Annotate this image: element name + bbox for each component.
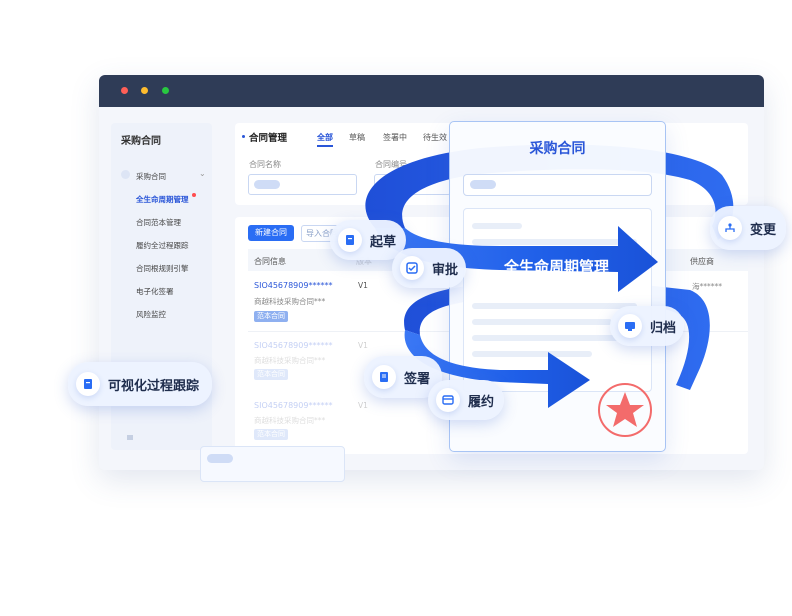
stage-label: 起草	[370, 234, 397, 250]
process-tracking-badge[interactable]: 可视化过程跟踪	[68, 362, 212, 406]
title-bar	[99, 75, 764, 107]
stage-change[interactable]: 变更	[710, 206, 786, 250]
document-line	[472, 303, 637, 309]
sidebar-item-risk[interactable]: 风险监控	[136, 310, 166, 319]
input-placeholder-bar	[254, 180, 280, 189]
seal-stamp-icon	[598, 383, 652, 437]
column-header-info: 合同信息	[254, 257, 286, 266]
tracking-label: 可视化过程跟踪	[108, 378, 200, 394]
filter-label-name: 合同名称	[249, 160, 281, 169]
document-line	[472, 319, 612, 325]
notification-dot	[192, 193, 196, 197]
filter-label-number: 合同编号	[375, 160, 407, 169]
mini-card-bar	[207, 454, 233, 463]
collapse-icon[interactable]	[127, 435, 133, 440]
sidebar-group-label[interactable]: 采购合同	[136, 172, 166, 181]
sidebar-item-lifecycle[interactable]: 全生命周期管理	[136, 195, 189, 204]
contract-version: V1	[358, 341, 368, 350]
document-line	[472, 223, 522, 229]
section-marker	[242, 135, 245, 138]
column-header-version: 版本	[356, 257, 372, 266]
stage-fulfill[interactable]: 履约	[428, 380, 504, 420]
column-header-supplier: 供应商	[690, 257, 714, 266]
template-tag: 范本合同	[254, 369, 288, 380]
contract-version: V1	[358, 401, 368, 410]
sidebar-item-templates[interactable]: 合同范本管理	[136, 218, 181, 227]
document-title: 采购合同	[529, 141, 586, 157]
lifecycle-label: 全生命周期管理	[504, 258, 610, 276]
stage-archive[interactable]: 归档	[610, 306, 684, 346]
contract-group-icon	[121, 170, 130, 179]
maximize-window-button[interactable]	[162, 87, 169, 94]
tab-signing[interactable]: 签署中	[383, 133, 407, 142]
stage-label: 归档	[650, 320, 677, 336]
spiral-ribbon-bottom	[404, 280, 710, 390]
supplier-name: 海******	[692, 282, 722, 291]
fulfill-icon	[436, 388, 460, 412]
stage-label: 变更	[750, 222, 777, 238]
contract-id-link[interactable]: SIO45678909******	[254, 281, 333, 290]
stage-label: 履约	[468, 394, 495, 410]
contract-name-input[interactable]	[248, 174, 357, 195]
spiral-arrow-top	[375, 226, 658, 292]
contract-name: 商越科技采购合同***	[254, 297, 326, 306]
tab-pending[interactable]: 待生效	[423, 133, 447, 142]
template-tag: 范本合同	[254, 311, 288, 322]
stage-draft[interactable]: 起草	[330, 220, 406, 260]
contract-name: 商越科技采购合同***	[254, 416, 326, 425]
floating-mini-card	[200, 446, 345, 482]
table-row[interactable]: SIO45678909****** 商越科技采购合同*** 范本合同 V1	[248, 395, 748, 451]
chevron-down-icon[interactable]: ⌄	[199, 169, 206, 178]
spiral-arrow-bottom	[404, 330, 590, 408]
section-title: 合同管理	[249, 133, 288, 144]
sign-icon	[372, 365, 396, 389]
archive-icon	[618, 314, 642, 338]
tracking-icon	[76, 372, 100, 396]
document-field-bar	[470, 180, 496, 189]
minimize-window-button[interactable]	[141, 87, 148, 94]
document-line	[472, 239, 637, 245]
table-row[interactable]: SIO45678909****** 商越科技采购合同*** 范本合同 V1	[248, 335, 748, 391]
contract-id-link[interactable]: SIO45678909******	[254, 341, 333, 350]
draft-icon	[338, 228, 362, 252]
approval-icon	[400, 256, 424, 280]
contract-version: V1	[358, 281, 368, 290]
template-tag: 范本合同	[254, 429, 288, 440]
new-contract-button[interactable]: 新建合同	[248, 225, 294, 241]
sidebar-item-tracking[interactable]: 履约全过程跟踪	[136, 241, 189, 250]
sidebar-title: 采购合同	[121, 136, 161, 147]
sidebar-item-rules[interactable]: 合同根规则引擎	[136, 264, 189, 273]
contract-id-link[interactable]: SIO45678909******	[254, 401, 333, 410]
document-line	[472, 335, 622, 341]
sidebar-item-esign[interactable]: 电子化签署	[136, 287, 174, 296]
stage-label: 签署	[404, 371, 431, 387]
tab-all[interactable]: 全部	[317, 132, 333, 147]
change-icon	[718, 216, 742, 240]
close-window-button[interactable]	[121, 87, 128, 94]
stage-label: 审批	[432, 262, 459, 278]
document-line	[472, 351, 592, 357]
stage-approval[interactable]: 审批	[392, 248, 466, 288]
contract-name: 商越科技采购合同***	[254, 356, 326, 365]
document-field	[463, 174, 652, 196]
tab-draft[interactable]: 草稿	[349, 133, 365, 142]
